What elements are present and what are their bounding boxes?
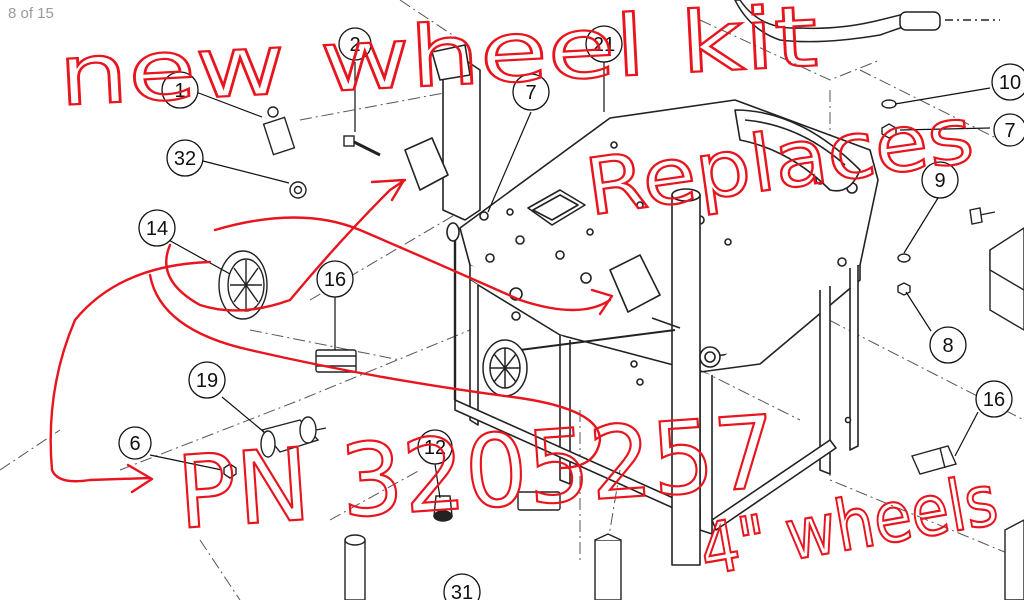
callout-number: 16 [983, 389, 1005, 411]
callout-number: 21 [593, 34, 615, 56]
callout-circle [161, 71, 199, 109]
leader-lines [149, 62, 991, 499]
callout-number: 32 [174, 148, 196, 170]
callout-circle [166, 139, 204, 177]
callout-c9: 9 [921, 161, 959, 199]
top-right-hose-part [734, 0, 1000, 43]
callout-c16b: 16 [975, 380, 1013, 418]
callout-c7b: 7 [993, 113, 1024, 147]
callout-number: 16 [324, 269, 346, 291]
red-annotations [49, 178, 614, 494]
arrow-to-bracket [165, 178, 407, 312]
callout-c31: 31 [443, 573, 481, 605]
callout-c1: 1 [161, 71, 199, 109]
callout-c14: 14 [138, 209, 176, 247]
arrow-head-bracket [370, 178, 406, 202]
callout-circle [585, 25, 623, 63]
callout-circle [929, 326, 967, 364]
callout-number: 7 [525, 82, 536, 104]
callout-circle [316, 260, 354, 298]
callout-circle [188, 361, 226, 399]
callout-number: 6 [129, 433, 140, 455]
callout-circle [338, 27, 372, 61]
callout-c10: 10 [991, 63, 1024, 101]
arrow-head-right-bracket [590, 288, 614, 316]
callout-number: 19 [196, 370, 218, 392]
page-indicator: 8 of 15 [8, 5, 54, 22]
callout-circle [991, 63, 1024, 101]
callout-c2: 2 [338, 27, 372, 61]
loop-around-pn [148, 273, 602, 470]
callout-circle [512, 73, 550, 111]
callout-number: 7 [1004, 120, 1015, 142]
callout-c21: 21 [585, 25, 623, 63]
loop-lower-left [49, 260, 212, 483]
arrow-around-wheel [213, 216, 612, 312]
callout-number: 10 [999, 72, 1021, 94]
callout-number: 8 [942, 335, 953, 357]
callout-circle [138, 209, 176, 247]
callout-c32: 32 [166, 139, 204, 177]
callout-c16a: 16 [316, 260, 354, 298]
callout-c19: 19 [188, 361, 226, 399]
callout-number: 12 [424, 437, 446, 459]
callout-c7a: 7 [512, 73, 550, 111]
callout-circle [417, 429, 453, 465]
installed-wheel [482, 339, 528, 397]
callout-circle [443, 573, 481, 605]
callout-circle [118, 426, 152, 460]
callout-c8: 8 [929, 326, 967, 364]
callout-number: 14 [146, 218, 168, 240]
arrow-head-lower-left [126, 463, 154, 494]
callout-c12: 12 [417, 429, 453, 465]
callout-circle [975, 380, 1013, 418]
callout-circle [993, 113, 1024, 147]
callout-number: 31 [451, 582, 473, 600]
callout-number: 9 [934, 170, 945, 192]
callout-c6: 6 [118, 426, 152, 460]
callout-number: 2 [349, 34, 360, 56]
callout-circle [921, 161, 959, 199]
callout-number: 1 [174, 80, 185, 102]
main-frame [404, 44, 879, 566]
